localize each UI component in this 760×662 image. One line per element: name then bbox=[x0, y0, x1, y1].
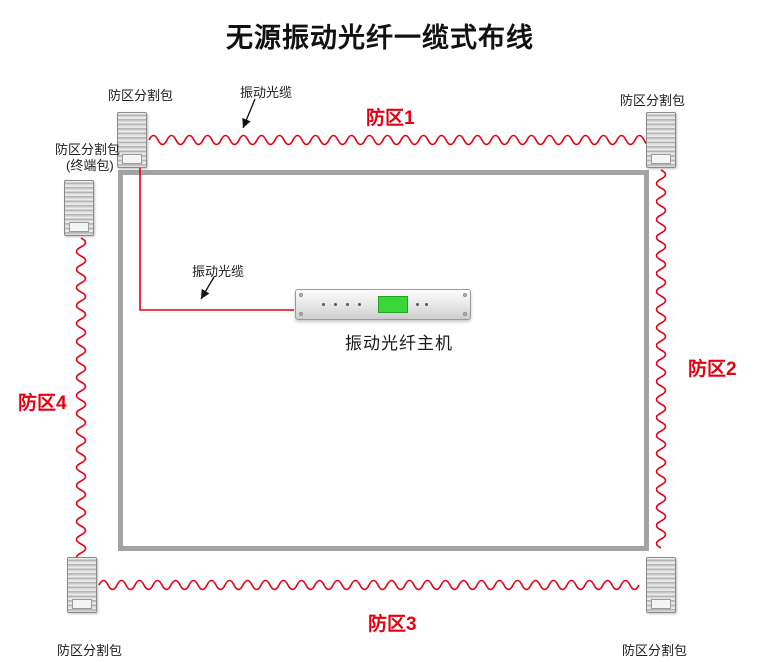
zone2-cable bbox=[655, 169, 667, 549]
host-label: 振动光纤主机 bbox=[345, 334, 453, 353]
screw-icon bbox=[463, 293, 467, 297]
button-icon bbox=[425, 303, 428, 306]
zone2-label: 防区2 bbox=[688, 359, 737, 380]
host-button-row bbox=[416, 303, 428, 306]
separator-label-bottom-left: 防区分割包 bbox=[57, 643, 123, 658]
button-icon bbox=[416, 303, 419, 306]
screw-icon bbox=[299, 293, 303, 297]
zone3-label: 防区3 bbox=[368, 614, 417, 635]
screw-icon bbox=[463, 312, 467, 316]
screw-icon bbox=[299, 312, 303, 316]
separator-box-bottom-right bbox=[646, 557, 676, 613]
perimeter-wall bbox=[118, 170, 649, 551]
terminal-box-left bbox=[64, 180, 94, 236]
zone1-label: 防区1 bbox=[366, 108, 415, 129]
terminal-label-line2: (终端包) bbox=[66, 158, 114, 173]
separator-label-bottom-right: 防区分割包 bbox=[622, 643, 688, 658]
led-icon bbox=[346, 303, 349, 306]
host-device bbox=[295, 289, 471, 320]
separator-box-bottom-left bbox=[67, 557, 97, 613]
zone1-cable bbox=[148, 134, 654, 146]
host-display-screen bbox=[378, 296, 408, 313]
diagram-title: 无源振动光纤一缆式布线 bbox=[226, 23, 534, 53]
separator-label-top-left: 防区分割包 bbox=[108, 88, 174, 103]
zone3-cable bbox=[98, 579, 640, 591]
led-icon bbox=[322, 303, 325, 306]
zone4-cable bbox=[75, 237, 87, 563]
separator-box-top-left bbox=[117, 112, 147, 168]
led-icon bbox=[358, 303, 361, 306]
separator-box-top-right bbox=[646, 112, 676, 168]
separator-label-top-right: 防区分割包 bbox=[620, 93, 686, 108]
host-led-row bbox=[322, 303, 361, 306]
terminal-label-line1: 防区分割包 bbox=[55, 142, 121, 157]
led-icon bbox=[334, 303, 337, 306]
cable-label-inner: 振动光缆 bbox=[192, 264, 245, 279]
cable-label-top: 振动光缆 bbox=[240, 85, 293, 100]
cable-arrow-top bbox=[242, 98, 256, 129]
zone4-label: 防区4 bbox=[18, 393, 67, 414]
